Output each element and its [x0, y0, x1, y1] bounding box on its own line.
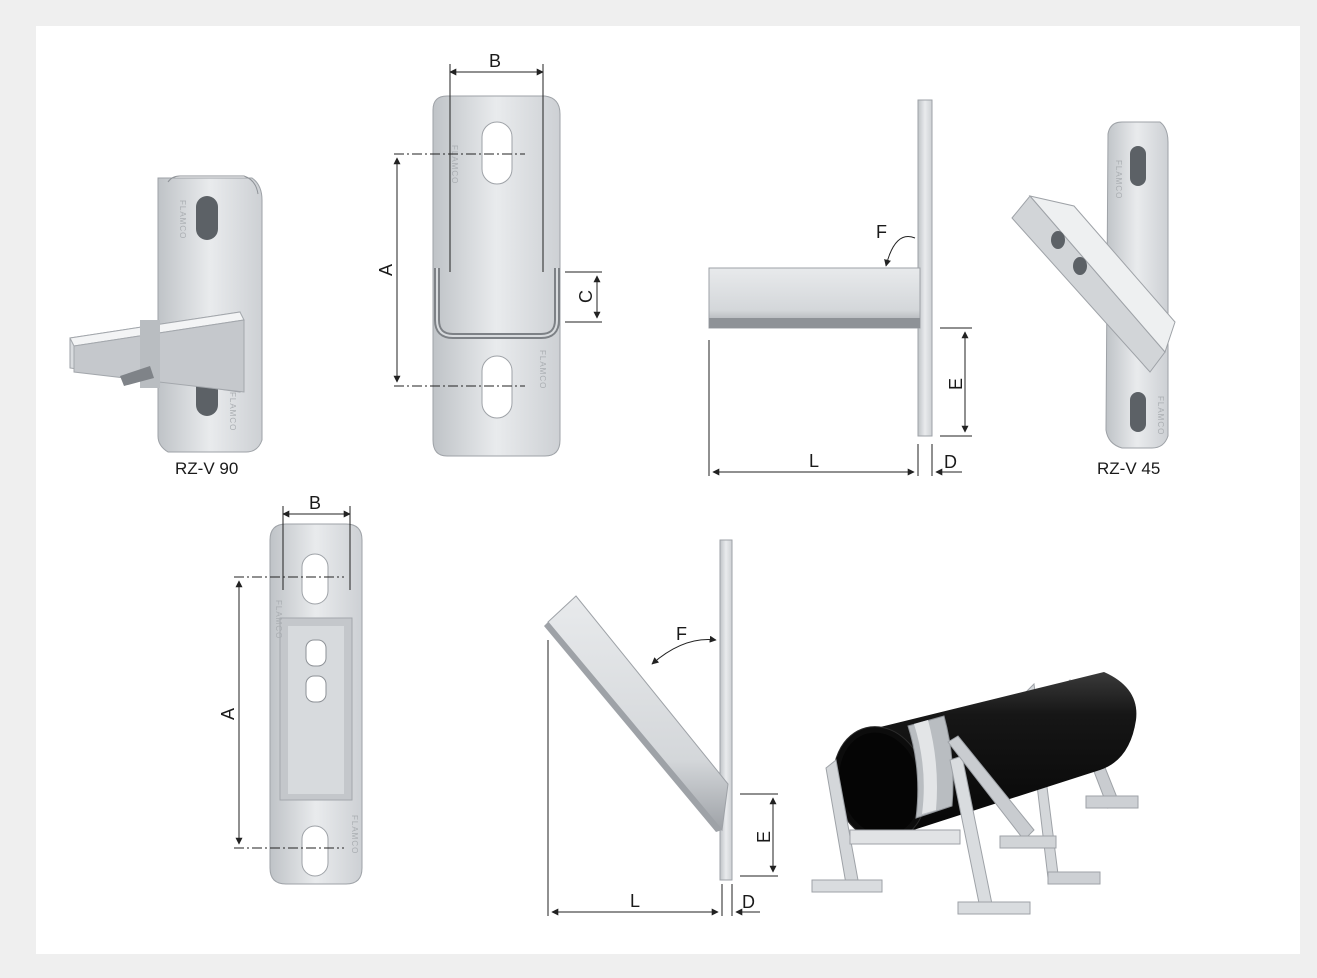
caption-rzv90: RZ-V 90 [175, 459, 238, 478]
rzv45-perspective-illustration: FLAMCO FLAMCO [1011, 121, 1176, 449]
label-a-top: A [376, 264, 396, 276]
label-b-bottom: B [309, 493, 321, 513]
pipe-support-illustration [811, 672, 1139, 915]
rzv90-perspective-illustration: FLAMCO FLAMCO [69, 175, 263, 453]
lower-slot-hole [1130, 392, 1146, 432]
brand-mark-upper: FLAMCO [274, 600, 283, 639]
brand-mark-upper: FLAMCO [450, 145, 459, 184]
caption-rzv45: RZ-V 45 [1097, 459, 1160, 478]
label-b-top: B [489, 51, 501, 71]
label-e-top: E [946, 378, 966, 390]
upper-slot-hole [196, 196, 218, 240]
label-c: C [576, 290, 596, 303]
rzv90-front-view: FLAMCO FLAMCO [432, 95, 561, 457]
upper-slot-hole [1130, 146, 1146, 186]
label-f-top: F [876, 222, 887, 242]
brand-mark-upper: FLAMCO [1114, 160, 1123, 199]
brand-mark-lower: FLAMCO [538, 350, 547, 389]
dimension-lines-front-2 [234, 506, 351, 849]
label-e-bottom: E [754, 831, 774, 843]
dimension-lines-front-1 [393, 64, 602, 387]
dimension-lines-side-2 [547, 635, 778, 916]
brand-mark-upper: FLAMCO [178, 200, 187, 239]
brand-mark-lower: FLAMCO [1156, 396, 1165, 435]
rzv45-side-view [544, 539, 733, 881]
label-l-bottom: L [630, 891, 640, 911]
rzv45-front-view: FLAMCO FLAMCO [269, 523, 363, 885]
label-d-bottom: D [742, 892, 755, 912]
label-a-bottom: A [218, 708, 238, 720]
brand-mark-lower: FLAMCO [350, 815, 359, 854]
dimension-lines-side-1 [708, 236, 972, 476]
label-d-top: D [944, 452, 957, 472]
label-f-bottom: F [676, 624, 687, 644]
label-l-top: L [809, 451, 819, 471]
brand-mark-lower: FLAMCO [228, 392, 237, 431]
rzv90-side-view [708, 99, 933, 437]
